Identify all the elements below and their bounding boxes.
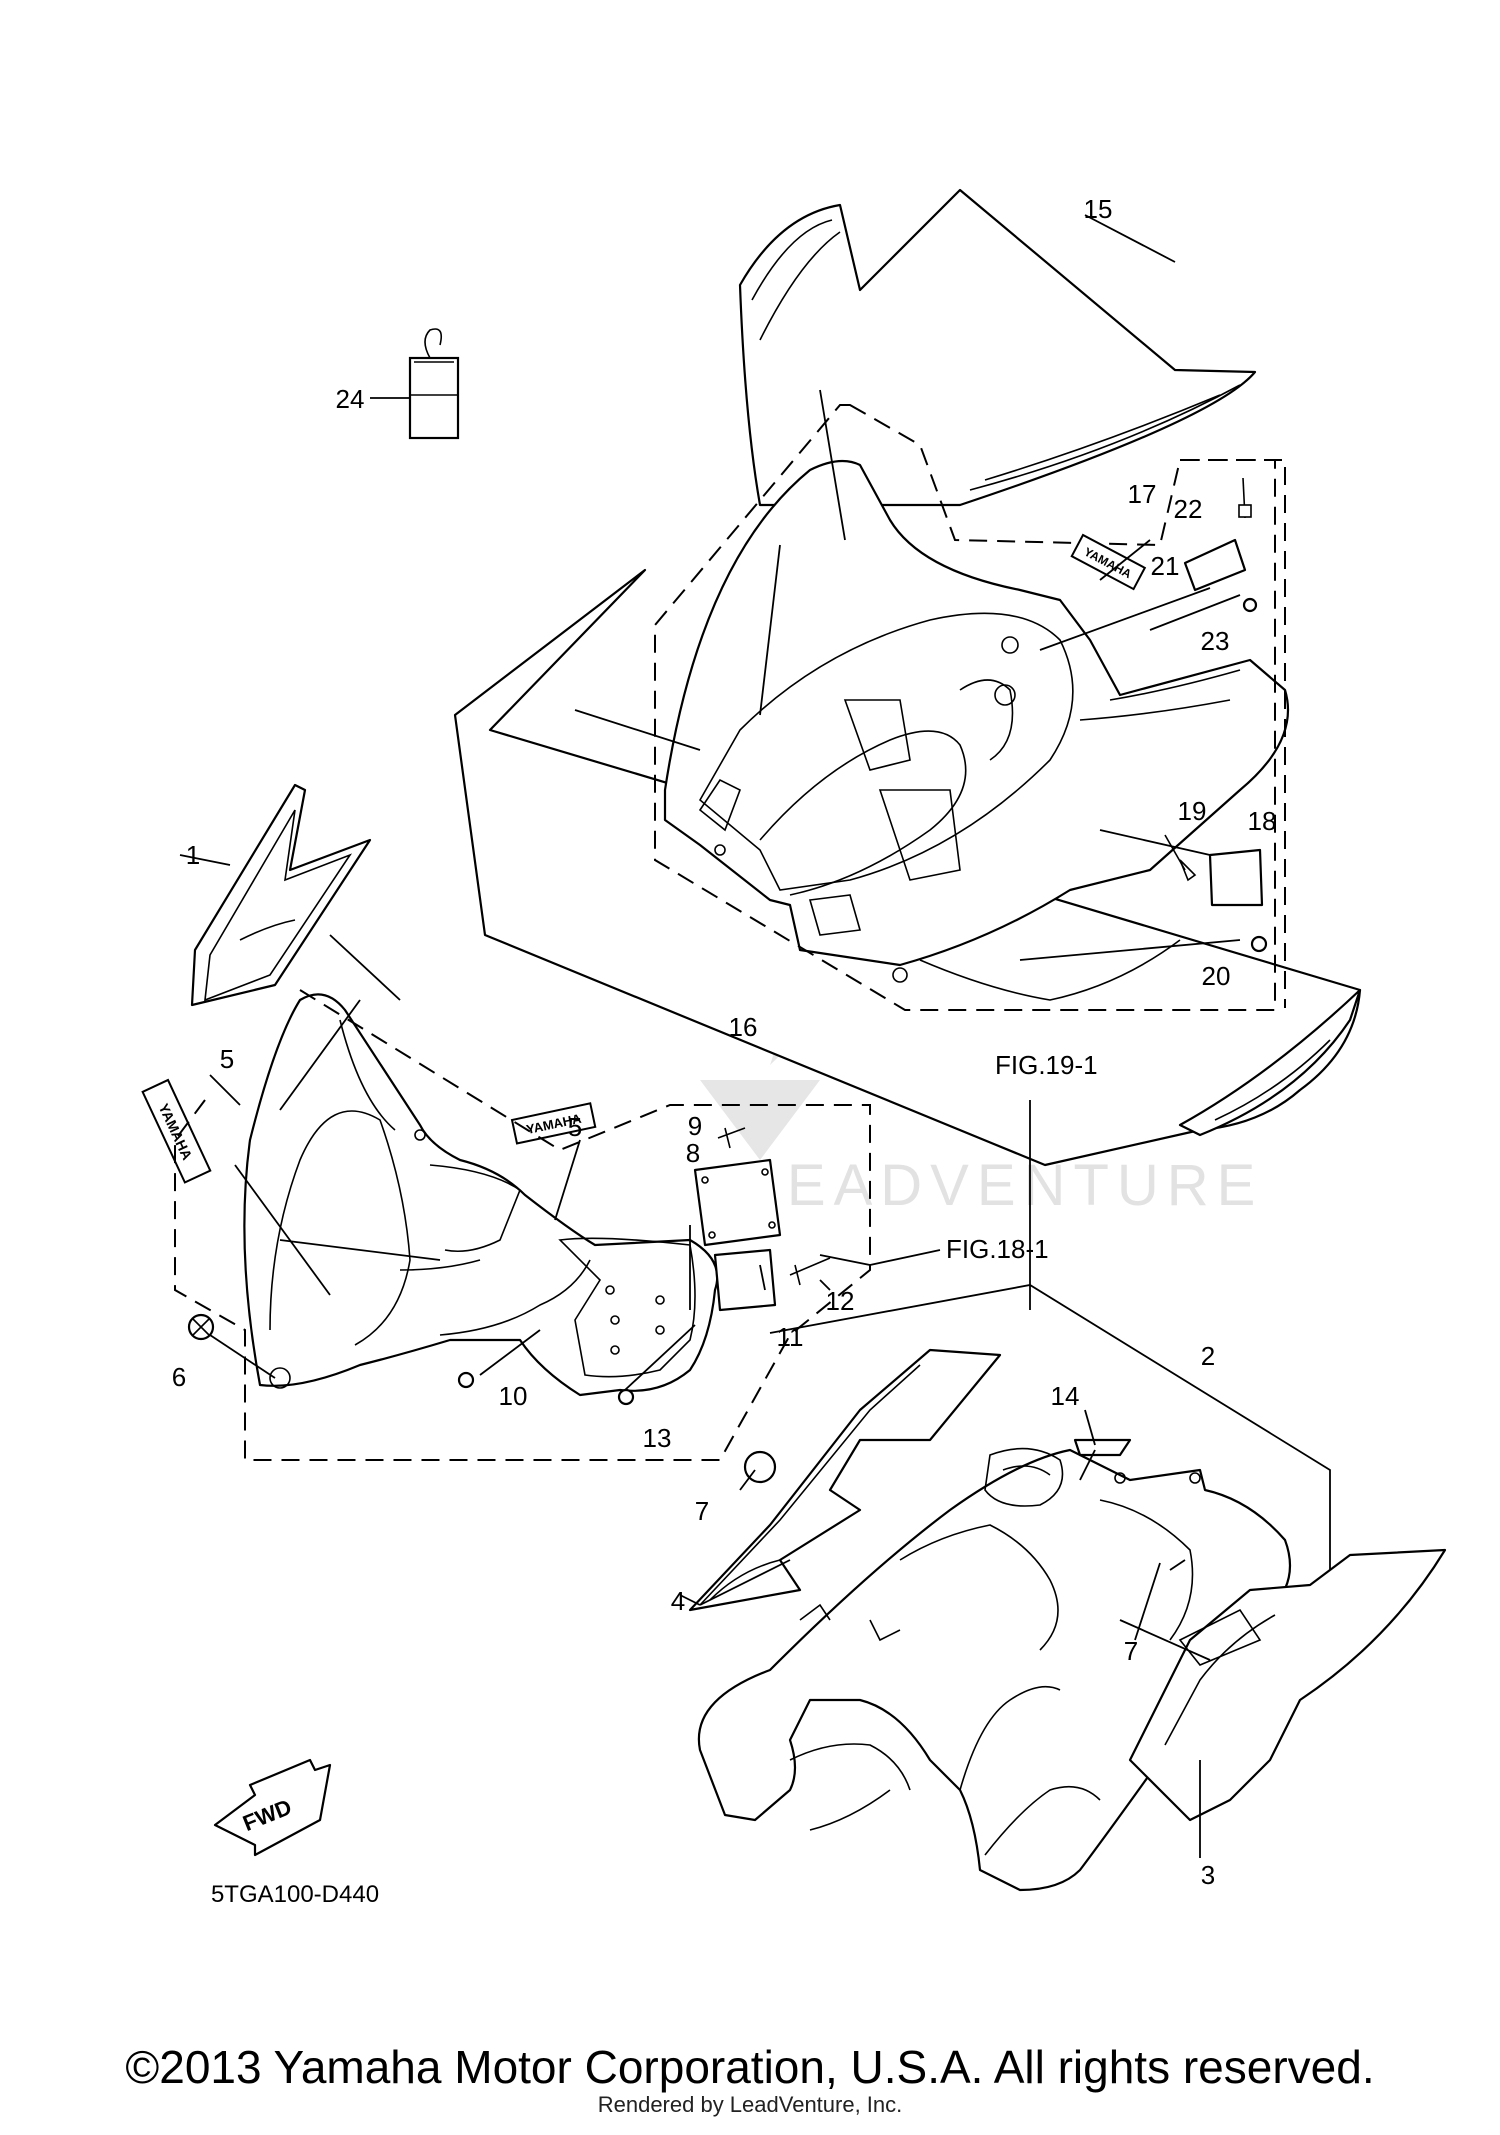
callout-7-lower: 7 bbox=[1124, 1636, 1138, 1666]
part-5-yamaha-decal-left: YAMAHA bbox=[141, 1078, 212, 1184]
part-6-emblem bbox=[187, 1313, 215, 1341]
callout-5-left: 5 bbox=[220, 1044, 234, 1074]
figure-references: FIG.19-1 FIG.18-1 bbox=[869, 1050, 1098, 1266]
front-fender-body bbox=[243, 993, 719, 1397]
part-14-strip bbox=[1073, 1438, 1132, 1457]
callout-16: 16 bbox=[729, 1012, 758, 1042]
diagram-code: 5TGA100-D440 bbox=[211, 1881, 379, 1908]
part-21-plate bbox=[1183, 538, 1247, 592]
fig-18-1-outline bbox=[174, 989, 871, 1461]
fig-19-1-outline bbox=[654, 404, 1276, 1011]
part-23-nut bbox=[1242, 597, 1258, 613]
fwd-arrow-icon: FWD bbox=[213, 1758, 332, 1857]
fig-19-1-subbox bbox=[1180, 459, 1286, 1008]
callout-23: 23 bbox=[1201, 626, 1230, 656]
part-10-nut bbox=[457, 1371, 475, 1389]
callout-4: 4 bbox=[671, 1586, 685, 1616]
callout-numbers: 1 2 3 4 5 5 6 7 7 8 9 10 11 12 13 14 15 … bbox=[172, 194, 1277, 1890]
rear-fender-body bbox=[663, 459, 1290, 1001]
part-12-rivet bbox=[789, 1257, 831, 1286]
callout-3: 3 bbox=[1201, 1860, 1215, 1890]
callout-5-right: 5 bbox=[568, 1112, 582, 1142]
callout-15: 15 bbox=[1084, 194, 1113, 224]
watermark-text: LEADVENTURE bbox=[747, 1153, 1264, 1218]
callout-6: 6 bbox=[172, 1362, 186, 1392]
callout-10: 10 bbox=[499, 1381, 528, 1411]
rendered-by-notice: Rendered by LeadVenture, Inc. bbox=[597, 2092, 903, 2117]
leadventure-watermark: LEADVENTURE bbox=[700, 935, 1264, 1218]
callout-13: 13 bbox=[643, 1423, 672, 1453]
part-18-plate bbox=[1208, 848, 1264, 907]
part-5-yamaha-decal-right: YAMAHA bbox=[510, 1102, 597, 1145]
callout-24: 24 bbox=[336, 384, 365, 414]
callout-12: 12 bbox=[826, 1286, 855, 1316]
callout-22: 22 bbox=[1174, 494, 1203, 524]
part-3-side-decal bbox=[1128, 1548, 1447, 1822]
part-1-front-decal bbox=[190, 783, 372, 1007]
part-24-warning-tag bbox=[408, 328, 460, 440]
callout-20: 20 bbox=[1202, 961, 1231, 991]
callout-1: 1 bbox=[186, 840, 200, 870]
callout-14: 14 bbox=[1051, 1381, 1080, 1411]
callout-11: 11 bbox=[777, 1322, 804, 1352]
part-15-rear-decal bbox=[738, 188, 1257, 507]
part-9-rivet bbox=[717, 1127, 746, 1149]
callout-7-upper: 7 bbox=[695, 1496, 709, 1526]
part-22-rivet bbox=[1238, 477, 1252, 519]
copyright-notice: ©2013 Yamaha Motor Corporation, U.S.A. A… bbox=[125, 2041, 1375, 2093]
callout-21: 21 bbox=[1151, 551, 1180, 581]
callout-2: 2 bbox=[1201, 1341, 1215, 1371]
callout-9: 9 bbox=[688, 1111, 702, 1141]
part-17-yamaha-decal: YAMAHA bbox=[1070, 533, 1147, 591]
part-19-rivet bbox=[1164, 834, 1197, 882]
part-20-nut bbox=[1250, 935, 1268, 953]
part-2-tank-cover bbox=[697, 1447, 1292, 1892]
part-8-plate bbox=[693, 1158, 782, 1247]
callout-17: 17 bbox=[1128, 479, 1157, 509]
fig-18-1-label: FIG.18-1 bbox=[946, 1234, 1049, 1264]
fig-19-1-label: FIG.19-1 bbox=[995, 1050, 1098, 1080]
leader-lines bbox=[179, 214, 1241, 1858]
part-11-plate bbox=[713, 1248, 777, 1312]
part-4-side-decal bbox=[688, 1348, 1002, 1612]
callout-8: 8 bbox=[686, 1138, 700, 1168]
part-13-nut bbox=[617, 1388, 635, 1406]
callout-19: 19 bbox=[1178, 796, 1207, 826]
callout-18: 18 bbox=[1248, 806, 1277, 836]
